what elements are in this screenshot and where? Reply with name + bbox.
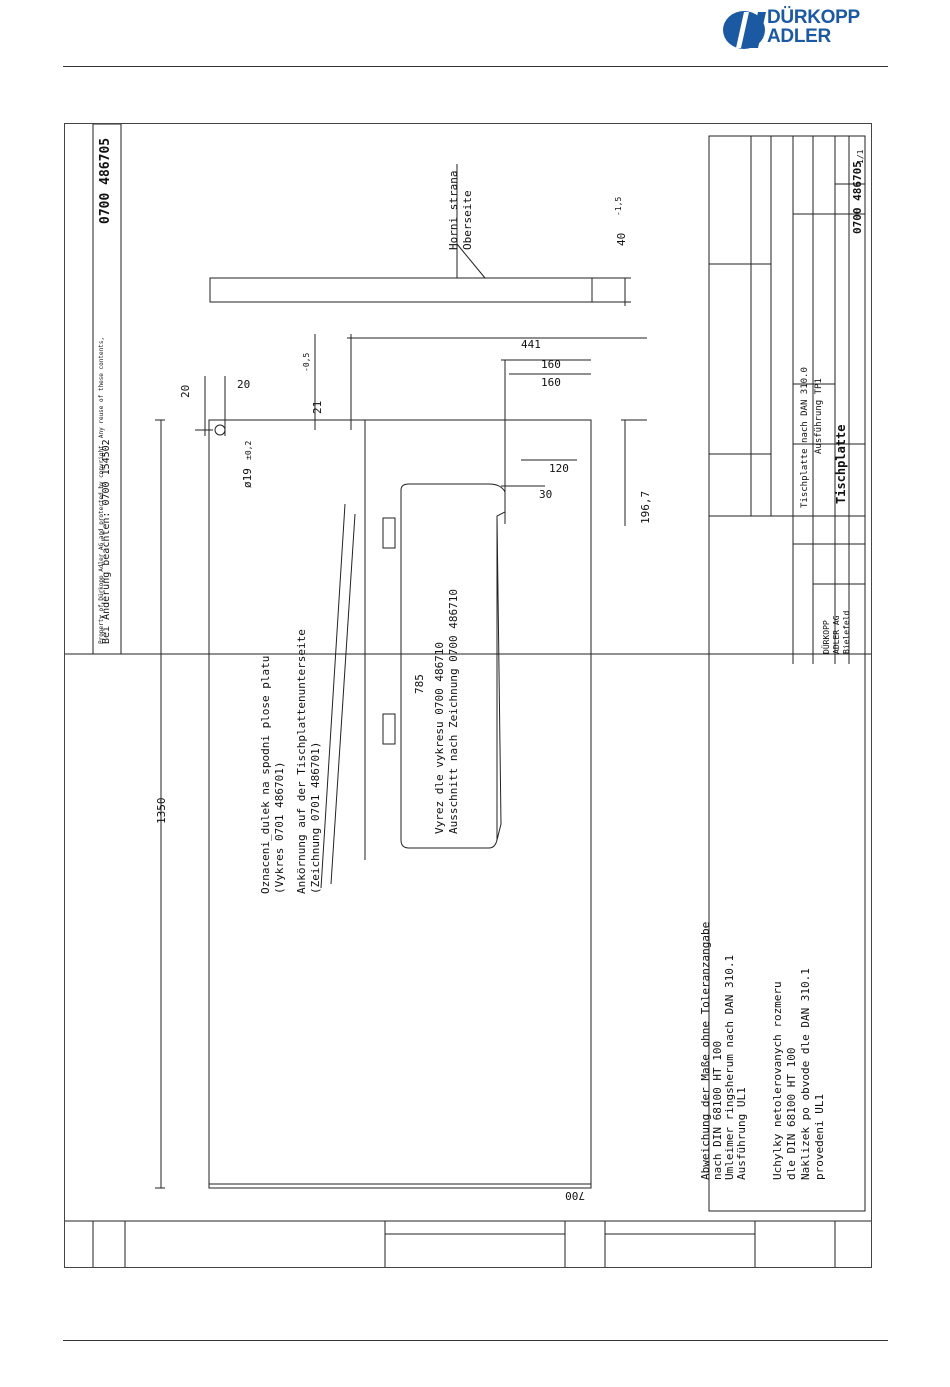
label-top-de: Oberseite	[461, 190, 474, 250]
tb-company-3: Bielefeld	[842, 610, 851, 654]
tb-werkstoff-2: Ausführung TP1	[814, 378, 824, 454]
hole-tolerance: ±0,2	[244, 441, 253, 460]
brand-wordmark: DÜRKOPP ADLER	[767, 8, 860, 46]
technical-drawing: Bei Änderung beachten: 0700 154502 0700 …	[65, 124, 871, 1267]
note-de-4: Ausführung UL1	[735, 1087, 748, 1180]
dim-30: 30	[539, 488, 552, 501]
tb-benennung: Tischplatte	[834, 425, 848, 504]
note-de-2: nach DIN 68100 HT 100	[711, 1041, 724, 1180]
tb-werkstoff-1: Tischplatte nach DAN 310.0	[800, 367, 810, 508]
dim-785: 785	[413, 674, 426, 694]
dim-160-a: 160	[541, 358, 561, 371]
label-cutout-cz: Vyrez dle vykresu 0700 486710	[433, 642, 446, 834]
dim-width: 700	[565, 1189, 585, 1202]
note-cz-3: Naklizek po obvode dle DAN 310.1	[799, 968, 812, 1180]
note-de-3: Umleimer ringsherum nach DAN 310.1	[723, 955, 736, 1180]
dim-196: 196,7	[639, 491, 652, 524]
header-rule	[63, 66, 888, 67]
brand-line-2: ADLER	[767, 26, 831, 47]
note-de-1: Abweichung der Maße ohne Toleranzangabe	[699, 922, 712, 1180]
brand-line-1: DÜRKOPP	[767, 7, 860, 28]
dim-40-tol: -1,5	[614, 197, 623, 216]
dim-120: 120	[549, 462, 569, 475]
label-mark-cz-2: (Vykres 0701 486701)	[273, 762, 286, 894]
dim-20-top: 20	[179, 385, 192, 398]
tb-blatt: 1/1	[856, 149, 865, 164]
dim-20-bottom: 20	[237, 378, 250, 391]
footer-rule	[63, 1340, 888, 1341]
tb-company-2: ADLER AG	[832, 615, 841, 654]
label-top-cz: Horni strana	[447, 171, 460, 250]
change-note: Bei Änderung beachten: 0700 154502	[99, 439, 112, 644]
dim-21-tol: -0,5	[302, 353, 311, 372]
part-number-top: 0700 486705	[98, 138, 113, 224]
tb-teilenummer: 0700 486705	[851, 161, 864, 234]
label-mark-de-2: (Zeichnung 0701 486701)	[309, 742, 322, 894]
dim-40: 40	[615, 233, 628, 246]
dim-441: 441	[521, 338, 541, 351]
technical-drawing-sheet: Bei Änderung beachten: 0700 154502 0700 …	[64, 123, 872, 1268]
label-cutout-de: Ausschnitt nach Zeichnung 0700 486710	[447, 589, 460, 834]
tb-company-1: DÜRKOPP	[821, 620, 831, 654]
label-mark-cz-1: Oznaceni_dulek na spodni plose platu	[259, 656, 272, 894]
dim-21: 21	[311, 401, 324, 414]
note-cz-2: dle DIN 68100 HT 100	[785, 1048, 798, 1180]
copyright-1: Property of Dürkopp Adler AG and protect…	[98, 337, 105, 644]
note-cz-1: Uchylky netolerovanych rozmeru	[771, 981, 784, 1180]
dim-length: 1350	[155, 798, 168, 825]
note-cz-4: provedeni UL1	[813, 1094, 826, 1180]
label-mark-de-1: Ankörnung auf der Tischplattenunterseite	[295, 629, 308, 894]
duerkopp-adler-logo-icon	[723, 11, 766, 49]
dim-160-b: 160	[541, 376, 561, 389]
hole-diameter: ø19	[241, 468, 254, 488]
